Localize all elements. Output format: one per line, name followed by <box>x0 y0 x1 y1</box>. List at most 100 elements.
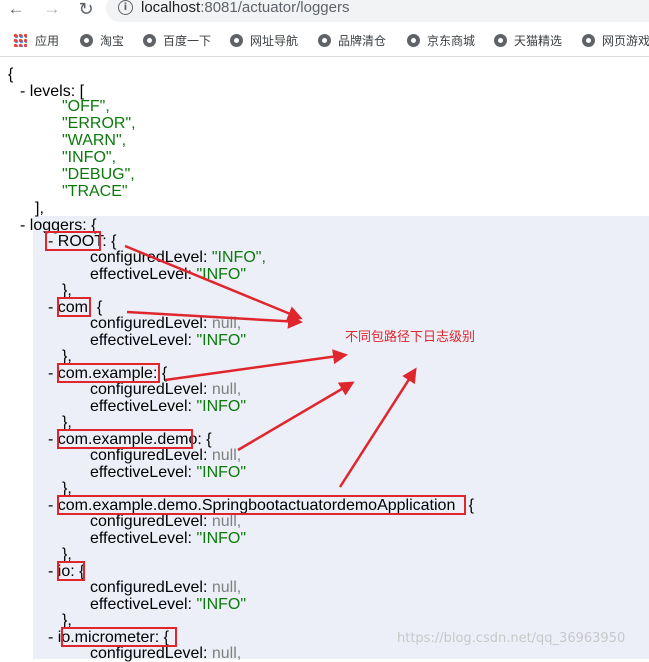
bookmark-label: 品牌清仓 <box>338 34 387 48</box>
logger-close: }, <box>62 348 72 365</box>
logger-entry: - io: { <box>48 563 85 580</box>
logger-name[interactable]: com.example <box>57 365 153 382</box>
effective-key: effectiveLevel <box>90 530 188 547</box>
bookmarks-bar: 应用 淘宝 百度一下 网址导航 品牌清仓 京东商城 天猫精选 网页游戏 <box>0 26 649 57</box>
globe-icon <box>143 34 156 47</box>
logger-name[interactable]: com <box>57 299 89 316</box>
effective-value: "INFO" <box>196 464 247 481</box>
highlight-box-io <box>57 561 85 581</box>
bookmark-baidu[interactable]: 百度一下 <box>143 33 211 49</box>
globe-icon <box>80 34 93 47</box>
globe-icon <box>407 34 420 47</box>
logger-name[interactable]: ROOT <box>57 233 103 250</box>
effective-level-line: effectiveLevel: "INFO" <box>90 530 247 547</box>
logger-name[interactable]: io <box>57 563 71 580</box>
effective-level-line: effectiveLevel: "INFO" <box>90 464 247 481</box>
browser-toolbar: ← → ↻ i localhost:8081/actuator/loggers <box>0 0 649 24</box>
logger-close: }, <box>62 546 72 563</box>
logger-entry: - io.micrometer: { <box>48 629 169 646</box>
reload-icon[interactable]: ↻ <box>78 0 94 19</box>
logger-name[interactable]: io.micrometer <box>57 629 155 646</box>
apps-grid-icon <box>13 33 27 47</box>
bookmark-apps[interactable]: 应用 <box>13 33 59 49</box>
url-text[interactable]: localhost:8081/actuator/loggers <box>141 0 349 18</box>
configured-value: null, <box>211 447 242 464</box>
globe-icon <box>230 34 243 47</box>
configured-key: configuredLevel <box>90 579 203 596</box>
levels-close: ], <box>35 200 44 217</box>
bookmark-nav[interactable]: 网址导航 <box>230 33 298 49</box>
annotation-text: 不同包路径下日志级别 <box>345 330 476 345</box>
configured-key: configuredLevel <box>90 249 203 266</box>
bookmark-label: 百度一下 <box>163 34 212 48</box>
configured-level-line: configuredLevel: null, <box>90 645 242 662</box>
configured-key: configuredLevel <box>90 513 203 530</box>
logger-close: }, <box>62 612 72 629</box>
highlight-box-application <box>57 495 466 515</box>
level-value: "INFO", <box>62 149 117 166</box>
highlight-box-root <box>45 231 101 251</box>
bookmark-games[interactable]: 网页游戏 <box>582 33 649 49</box>
globe-icon <box>494 34 507 47</box>
configured-value: null, <box>211 381 242 398</box>
url-host: localhost <box>141 0 201 16</box>
effective-value: "INFO" <box>196 398 247 415</box>
effective-level-line: effectiveLevel: "INFO" <box>90 332 247 349</box>
configured-value: null, <box>211 579 242 596</box>
bookmark-tmall[interactable]: 天猫精选 <box>494 33 562 49</box>
configured-key: configuredLevel <box>90 645 203 662</box>
bookmark-taobao[interactable]: 淘宝 <box>80 33 124 49</box>
bookmark-label: 应用 <box>35 34 60 48</box>
bookmark-jd[interactable]: 京东商城 <box>407 33 475 49</box>
effective-key: effectiveLevel <box>90 464 188 481</box>
highlight-box-com-example <box>57 363 160 383</box>
highlight-box-com-example-demo <box>57 429 193 449</box>
configured-value: "INFO", <box>211 249 266 266</box>
effective-level-line: effectiveLevel: "INFO" <box>90 596 247 613</box>
logger-name[interactable]: com.example.demo.SpringbootactuatordemoA… <box>57 497 456 514</box>
bookmark-label: 京东商城 <box>427 34 476 48</box>
logger-entry: - com.example.demo.Springbootactuatordem… <box>48 497 475 514</box>
highlight-box-io-micrometer <box>61 627 177 647</box>
logger-entry: - com.example: { <box>48 365 168 382</box>
effective-value: "INFO" <box>196 596 247 613</box>
globe-icon <box>318 34 331 47</box>
watermark: https://blog.csdn.net/qq_36963950 <box>397 631 626 646</box>
configured-level-line: configuredLevel: null, <box>90 315 242 332</box>
effective-level-line: effectiveLevel: "INFO" <box>90 266 247 283</box>
effective-value: "INFO" <box>196 530 247 547</box>
configured-level-line: configuredLevel: null, <box>90 579 242 596</box>
logger-entry: - com.example.demo: { <box>48 431 212 448</box>
effective-level-line: effectiveLevel: "INFO" <box>90 398 247 415</box>
info-icon[interactable]: i <box>118 0 133 15</box>
forward-icon[interactable]: → <box>43 0 61 18</box>
logger-entry: - ROOT: { <box>48 233 117 250</box>
loggers-line: - loggers: { <box>20 217 97 234</box>
logger-close: }, <box>62 480 72 497</box>
level-value: "DEBUG", <box>62 166 135 183</box>
effective-key: effectiveLevel <box>90 266 188 283</box>
effective-value: "INFO" <box>196 332 247 349</box>
level-value: "OFF", <box>62 98 110 115</box>
back-icon[interactable]: ← <box>7 0 25 18</box>
level-value: "WARN", <box>62 132 127 149</box>
globe-icon <box>582 34 595 47</box>
configured-level-line: configuredLevel: "INFO", <box>90 249 266 266</box>
logger-name[interactable]: com.example.demo <box>57 431 198 448</box>
address-bar[interactable] <box>106 0 649 22</box>
configured-level-line: configuredLevel: null, <box>90 381 242 398</box>
effective-key: effectiveLevel <box>90 398 188 415</box>
configured-value: null, <box>211 513 242 530</box>
levels-key: levels <box>29 83 71 100</box>
level-value: "ERROR", <box>62 115 136 132</box>
level-value: "TRACE" <box>62 183 128 200</box>
configured-level-line: configuredLevel: null, <box>90 513 242 530</box>
levels-line: - levels: [ <box>20 83 85 100</box>
effective-key: effectiveLevel <box>90 596 188 613</box>
highlight-box-com <box>57 297 91 317</box>
logger-close: }, <box>62 414 72 431</box>
bookmark-brand[interactable]: 品牌清仓 <box>318 33 386 49</box>
json-open-brace: { <box>8 66 14 83</box>
bookmark-label: 网页游戏 <box>602 34 649 48</box>
configured-key: configuredLevel <box>90 381 203 398</box>
